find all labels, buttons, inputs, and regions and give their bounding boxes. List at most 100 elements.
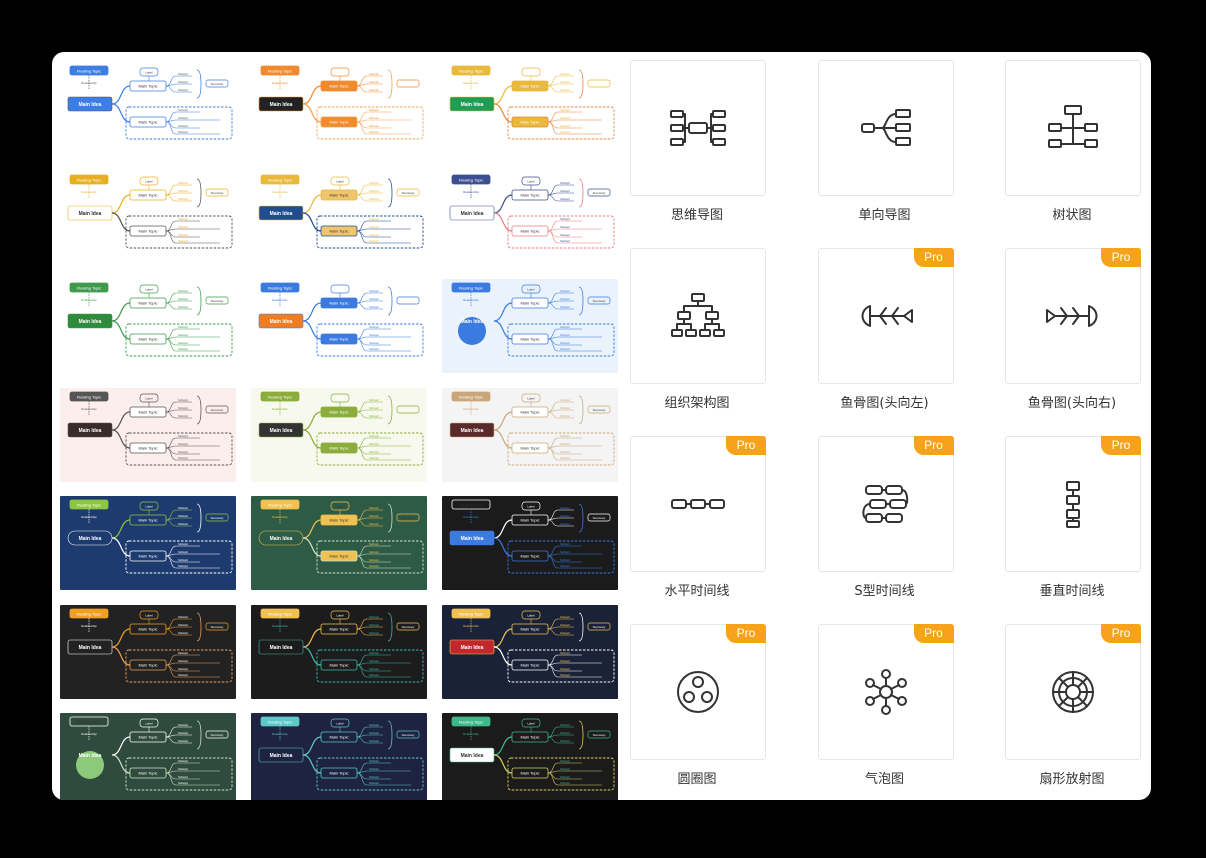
structure-card-s-timeline[interactable]: Pro xyxy=(817,436,954,572)
svg-text:Subtopic: Subtopic xyxy=(369,659,380,663)
svg-text:Subtopic: Subtopic xyxy=(560,116,571,120)
structure-card-fishbone-left[interactable]: Pro xyxy=(817,248,954,384)
svg-text:Summary: Summary xyxy=(402,624,415,628)
svg-text:Subtopic: Subtopic xyxy=(560,333,571,337)
svg-text:Subtopic: Subtopic xyxy=(560,558,571,562)
svg-text:Relationship: Relationship xyxy=(272,190,288,194)
svg-text:Label: Label xyxy=(336,396,344,400)
structure-card-radial-chart[interactable]: Pro xyxy=(1005,624,1141,760)
structure-card-circle-chart[interactable]: Pro xyxy=(630,624,766,760)
svg-text:Subtopic: Subtopic xyxy=(560,124,571,128)
structure-card-fishbone-right[interactable]: Pro xyxy=(1005,248,1141,384)
structure-card-org-chart[interactable] xyxy=(630,248,766,384)
svg-text:Subtopic: Subtopic xyxy=(369,542,380,546)
svg-text:Main Idea: Main Idea xyxy=(270,428,293,434)
svg-text:Summary: Summary xyxy=(593,733,606,737)
svg-text:Main Idea: Main Idea xyxy=(461,319,484,325)
svg-text:Subtopic: Subtopic xyxy=(560,450,571,454)
svg-text:Floating Topic: Floating Topic xyxy=(268,611,293,616)
svg-text:Subtopic: Subtopic xyxy=(560,781,571,785)
structure-card-vertical-timeline[interactable]: Pro xyxy=(1005,436,1141,572)
pro-badge: Pro xyxy=(1101,624,1141,643)
svg-text:Subtopic: Subtopic xyxy=(178,522,189,526)
svg-text:Main Topic: Main Topic xyxy=(329,662,348,667)
svg-text:Subtopic: Subtopic xyxy=(560,564,571,568)
svg-text:Floating Topic: Floating Topic xyxy=(268,177,293,182)
tree-chart-icon xyxy=(1043,98,1103,158)
svg-text:Main Topic: Main Topic xyxy=(138,735,157,740)
svg-text:Subtopic: Subtopic xyxy=(560,80,571,84)
svg-text:Subtopic: Subtopic xyxy=(369,759,380,763)
svg-text:Subtopic: Subtopic xyxy=(560,325,571,329)
svg-text:Subtopic: Subtopic xyxy=(560,667,571,671)
structure-label: 树状图 xyxy=(1052,208,1092,223)
svg-text:Relationship: Relationship xyxy=(81,624,97,628)
svg-text:Subtopic: Subtopic xyxy=(369,239,380,243)
svg-text:Subtopic: Subtopic xyxy=(369,623,380,627)
svg-text:Subtopic: Subtopic xyxy=(178,564,189,568)
svg-text:Subtopic: Subtopic xyxy=(369,651,380,655)
svg-text:Floating Topic: Floating Topic xyxy=(268,286,293,291)
svg-text:Main Idea: Main Idea xyxy=(79,645,102,651)
structure-card-logic-chart[interactable] xyxy=(817,60,954,196)
svg-text:Subtopic: Subtopic xyxy=(369,456,380,460)
structure-card-horizontal-timeline[interactable]: Pro xyxy=(630,436,766,572)
pro-badge: Pro xyxy=(1101,436,1141,455)
svg-text:Subtopic: Subtopic xyxy=(178,233,189,237)
svg-text:Main Topic: Main Topic xyxy=(520,518,539,523)
svg-text:Subtopic: Subtopic xyxy=(369,673,380,677)
svg-text:Subtopic: Subtopic xyxy=(178,225,189,229)
svg-text:Subtopic: Subtopic xyxy=(369,564,380,568)
circle-chart-icon xyxy=(668,662,728,722)
structure-label: 圆圈图 xyxy=(677,772,717,787)
structure-label: 水平时间线 xyxy=(664,584,730,599)
structure-card-tree-chart[interactable] xyxy=(1005,60,1141,196)
svg-text:Main Idea: Main Idea xyxy=(79,102,102,108)
svg-text:Subtopic: Subtopic xyxy=(369,406,380,410)
svg-text:Subtopic: Subtopic xyxy=(178,759,189,763)
svg-text:Subtopic: Subtopic xyxy=(560,88,571,92)
svg-text:Summary: Summary xyxy=(211,407,224,411)
svg-text:Main Topic: Main Topic xyxy=(520,735,539,740)
svg-text:Subtopic: Subtopic xyxy=(369,631,380,635)
svg-text:Subtopic: Subtopic xyxy=(178,623,189,627)
svg-text:Floating Topic: Floating Topic xyxy=(268,503,293,508)
svg-text:Subtopic: Subtopic xyxy=(178,108,189,112)
svg-text:Label: Label xyxy=(145,721,153,725)
svg-text:Main Topic: Main Topic xyxy=(520,120,539,125)
svg-text:Main Topic: Main Topic xyxy=(329,337,348,342)
svg-text:Main Idea: Main Idea xyxy=(270,319,293,325)
svg-text:Summary: Summary xyxy=(593,624,606,628)
structure-card-bubble-chart[interactable]: Pro xyxy=(817,624,954,760)
structure-card-mindmap[interactable] xyxy=(630,60,766,196)
svg-text:Main Topic: Main Topic xyxy=(329,120,348,125)
svg-text:Subtopic: Subtopic xyxy=(178,673,189,677)
s-timeline-icon xyxy=(856,474,916,534)
svg-text:Subtopic: Subtopic xyxy=(178,739,189,743)
vertical-timeline-icon xyxy=(1043,474,1103,534)
